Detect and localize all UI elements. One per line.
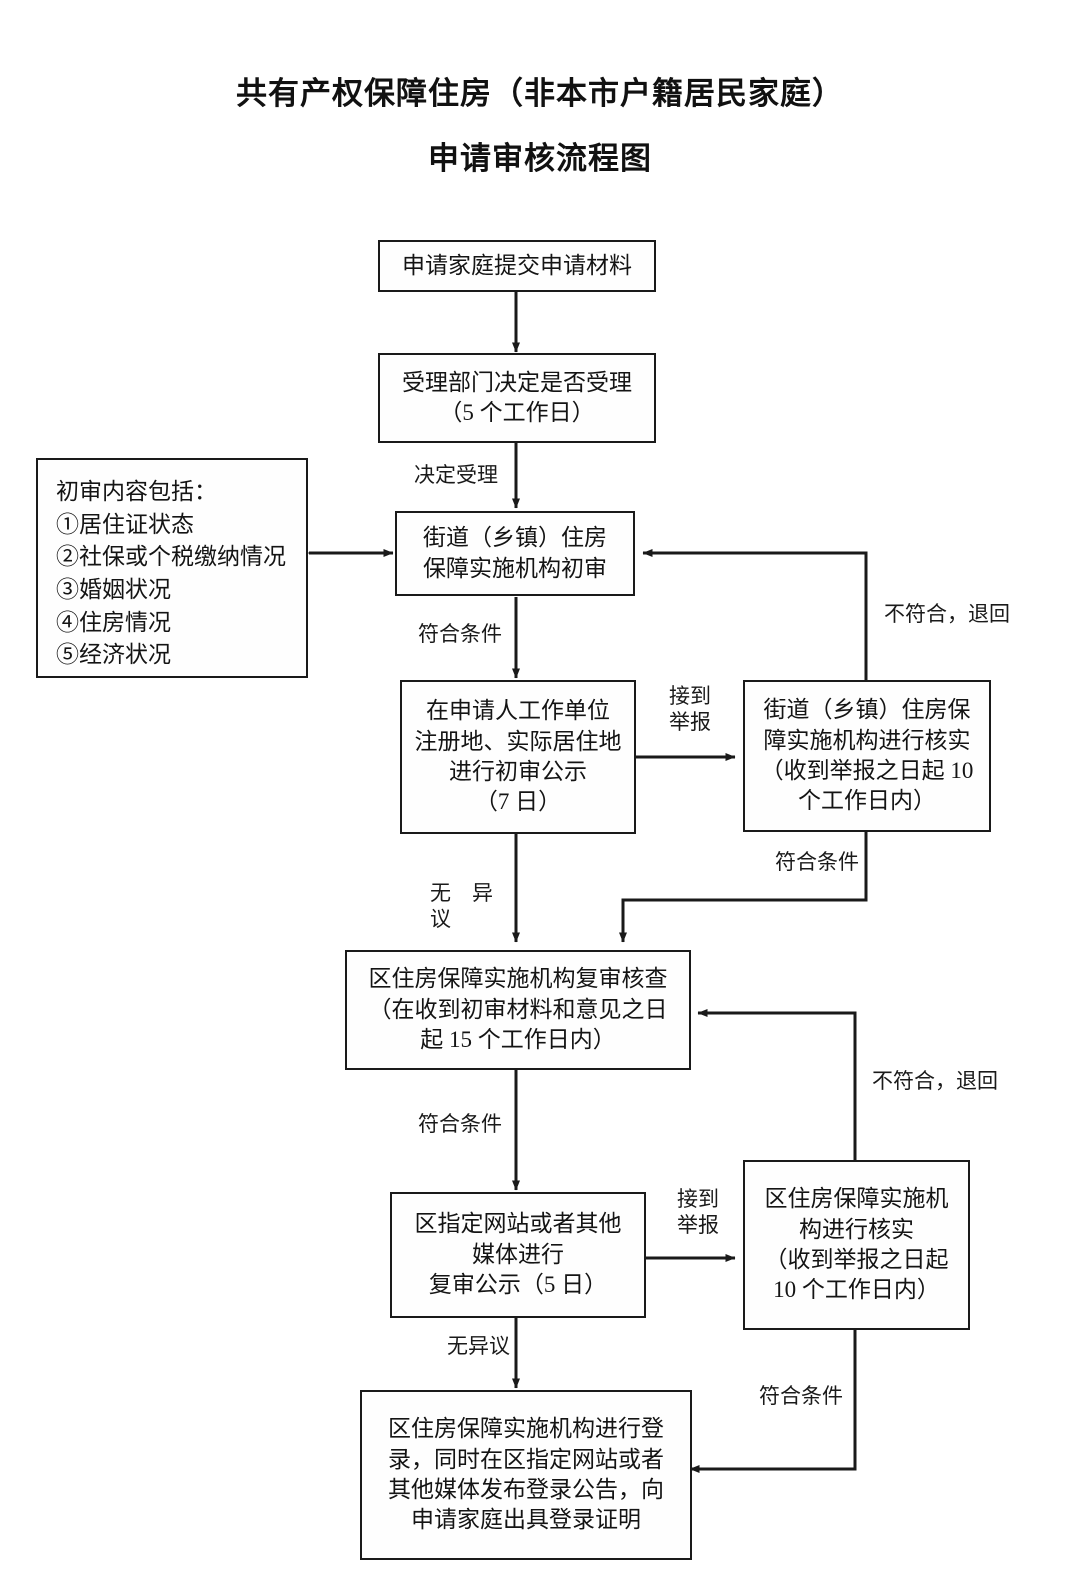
node-line: 个工作日内）: [798, 788, 936, 814]
node-street-verification: 街道（乡镇）住房保 障实施机构进行核实 （收到举报之日起 10 个工作日内）: [743, 680, 991, 832]
node-accept-decision: 受理部门决定是否受理 （5 个工作日）: [378, 353, 656, 443]
node-line: 障实施机构进行核实: [763, 727, 971, 753]
edge-label-line: 议: [430, 907, 451, 932]
node-line: 街道（乡镇）住房: [423, 525, 607, 551]
node-line: 申请家庭出具登录证明: [411, 1507, 641, 1533]
node-line: 媒体进行: [472, 1241, 564, 1267]
edge-label-meets-condition-1: 符合条件: [418, 622, 502, 646]
edge-label-not-meet-return-1: 不符合，退回: [884, 602, 1010, 626]
node-line: 保障实施机构初审: [423, 555, 607, 581]
node-line: ①居住证状态: [56, 511, 194, 537]
node-line: ②社保或个税缴纳情况: [56, 544, 286, 570]
edge-label-meets-condition-3: 符合条件: [418, 1112, 502, 1136]
node-line: （收到举报之日起: [764, 1247, 949, 1272]
node-line: 区指定网站或者其他: [414, 1211, 622, 1237]
page-title: 共有产权保障住房（非本市户籍居民家庭） 申请审核流程图: [0, 78, 1080, 174]
node-line: 区住房保障实施机: [764, 1186, 949, 1212]
node-line: 起 15 个工作日内）: [420, 1027, 616, 1053]
node-line: 录，同时在区指定网站或者: [388, 1446, 664, 1472]
node-submit-application: 申请家庭提交申请材料: [378, 240, 656, 292]
edge-label-line: 举报: [669, 710, 711, 735]
node-line: （7 日）: [474, 789, 562, 815]
node-second-publicity: 区指定网站或者其他 媒体进行 复审公示（5 日）: [390, 1192, 646, 1318]
edge-label-no-objection-1: 无 异 议: [430, 880, 510, 933]
node-line: 街道（乡镇）住房保: [763, 697, 971, 723]
node-line: 注册地、实际居住地: [414, 728, 622, 754]
edge-label-meets-condition-4: 符合条件: [759, 1384, 843, 1408]
edge-label-line: 接到: [669, 684, 711, 708]
node-line: 区住房保障实施机构复审核查: [368, 966, 668, 992]
node-line: （收到举报之日起 10: [760, 758, 974, 783]
node-district-verification: 区住房保障实施机 构进行核实 （收到举报之日起 10 个工作日内）: [743, 1160, 970, 1330]
title-line-1: 共有产权保障住房（非本市户籍居民家庭）: [236, 76, 844, 111]
node-line: 在申请人工作单位: [426, 698, 610, 724]
edge-label-meets-condition-2: 符合条件: [775, 850, 859, 874]
node-district-review: 区住房保障实施机构复审核查 （在收到初审材料和意见之日 起 15 个工作日内）: [345, 950, 691, 1070]
node-line: 其他媒体发布登录公告，向: [388, 1477, 664, 1502]
title-line-2: 申请审核流程图: [428, 141, 652, 176]
node-line: 构进行核实: [799, 1216, 914, 1242]
node-line: ③婚姻状况: [56, 576, 171, 602]
edge-label-decide-accept: 决定受理: [414, 463, 498, 487]
node-line: 申请家庭提交申请材料: [402, 252, 632, 278]
node-line: 复审公示（5 日）: [428, 1272, 608, 1298]
node-initial-review-contents: 初审内容包括： ①居住证状态 ②社保或个税缴纳情况 ③婚姻状况 ④住房情况 ⑤经…: [36, 458, 308, 678]
node-line: 进行初审公示: [449, 759, 587, 784]
edge-label-line: 接到: [677, 1187, 719, 1211]
node-line: 区住房保障实施机构进行登: [388, 1416, 664, 1442]
edge-label-report-received-2: 接到 举报: [668, 1186, 728, 1239]
edge-label-no-objection-2: 无异议: [447, 1334, 510, 1358]
node-registration: 区住房保障实施机构进行登 录，同时在区指定网站或者 其他媒体发布登录公告，向 申…: [360, 1390, 692, 1560]
node-line: 10 个工作日内）: [773, 1277, 940, 1303]
edge-label-line: 无 异: [430, 881, 493, 905]
edge-label-not-meet-return-2: 不符合，退回: [872, 1069, 998, 1093]
node-line: （5 个工作日）: [439, 400, 595, 425]
node-line: 初审内容包括：: [56, 479, 217, 504]
node-street-initial-review: 街道（乡镇）住房 保障实施机构初审: [395, 511, 635, 596]
edge-label-line: 举报: [677, 1213, 719, 1238]
node-first-publicity: 在申请人工作单位 注册地、实际居住地 进行初审公示 （7 日）: [400, 680, 636, 834]
node-line: （在收到初审材料和意见之日: [368, 996, 668, 1022]
node-line: ⑤经济状况: [56, 642, 171, 668]
edge-label-report-received-1: 接到 举报: [660, 683, 720, 736]
node-line: ④住房情况: [56, 609, 171, 635]
node-line: 受理部门决定是否受理: [402, 369, 632, 395]
